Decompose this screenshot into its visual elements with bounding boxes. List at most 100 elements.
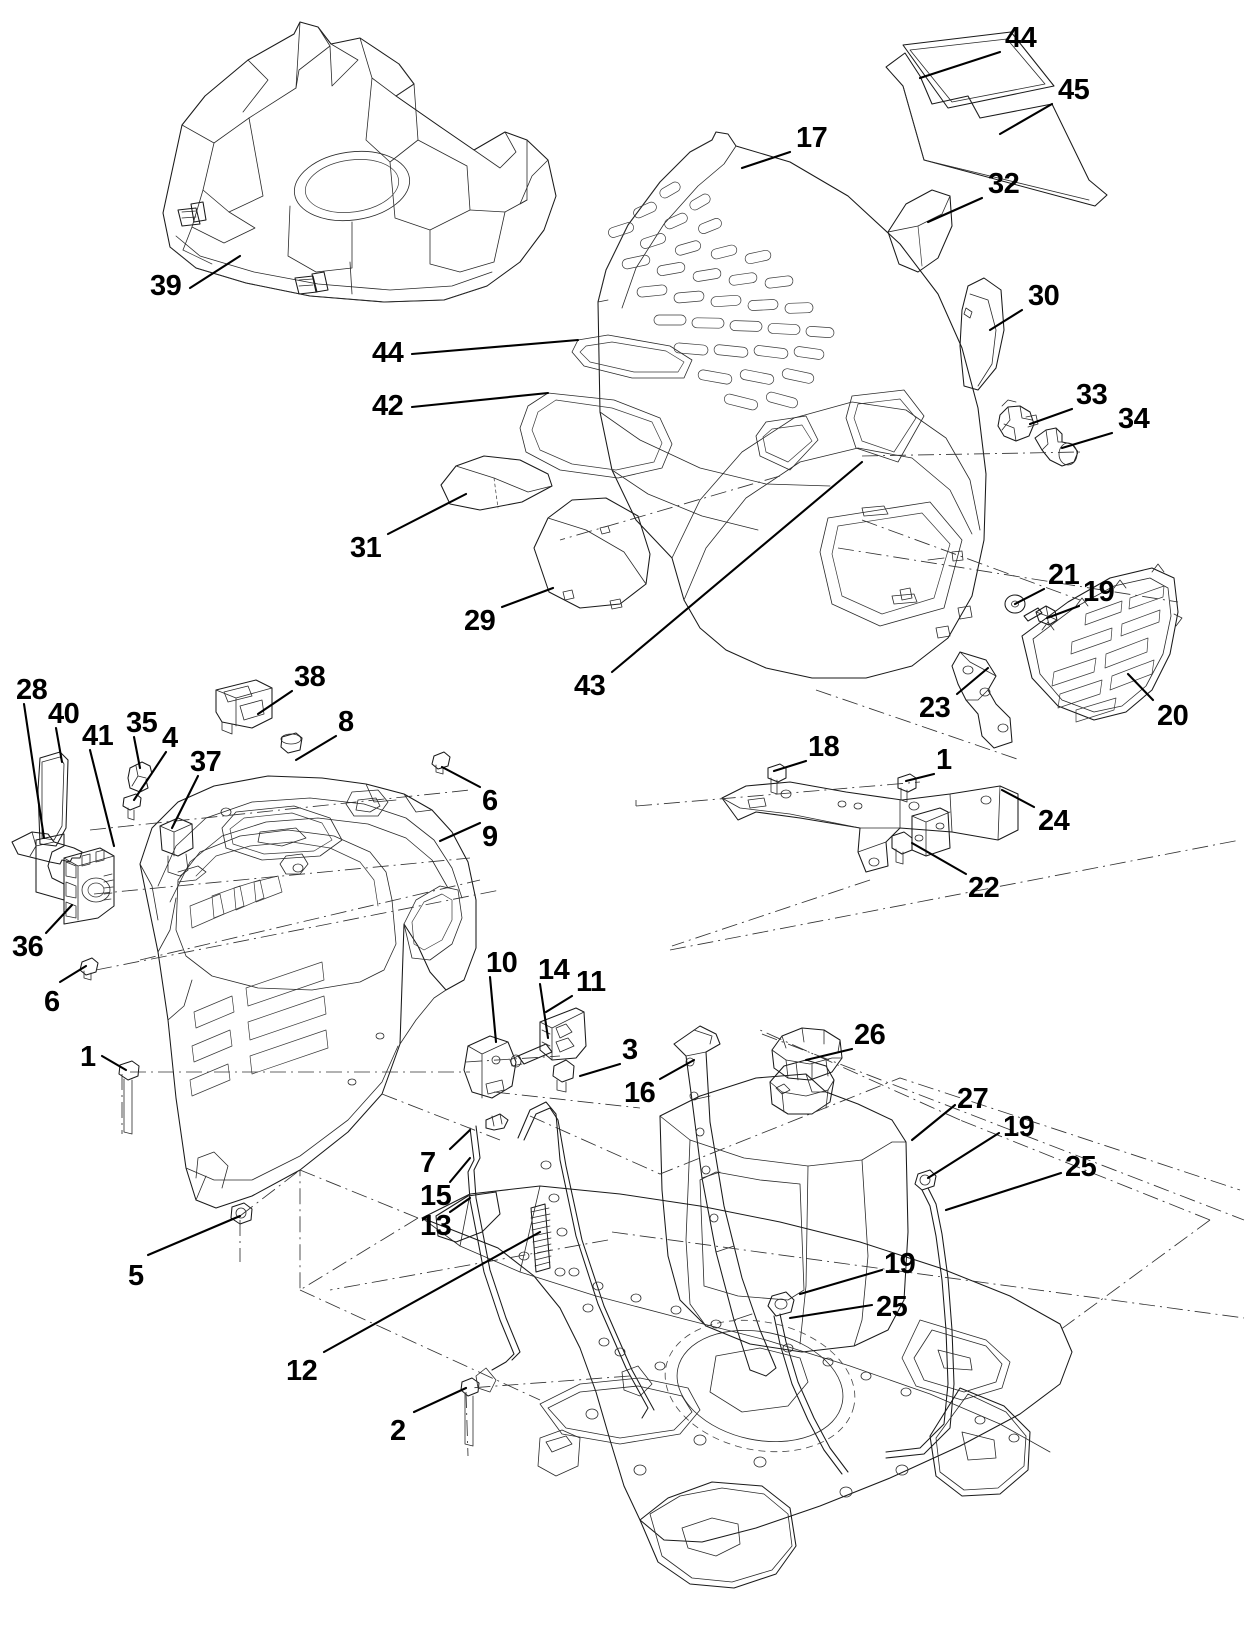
leader-line-30	[988, 308, 1024, 332]
leader-line-1	[100, 1054, 128, 1072]
part-34-bulb	[1034, 427, 1079, 467]
leader-line-7	[448, 1128, 472, 1151]
callout-43-c43: 43	[574, 670, 606, 702]
part-22-bolt	[891, 831, 913, 865]
leader-line-29	[500, 586, 555, 609]
callout-39-c39: 39	[150, 270, 182, 302]
callout-1-c1a: 1	[80, 1041, 96, 1073]
callout-36-c36: 36	[12, 931, 44, 963]
part-4-pin	[122, 793, 142, 821]
callout-8-c8: 8	[338, 706, 354, 738]
leader-line-24	[1000, 788, 1036, 809]
callout-26-c26: 26	[854, 1019, 886, 1051]
leader-lines	[22, 50, 1155, 1414]
part-11-latch	[539, 1007, 587, 1061]
front-support-frame	[721, 763, 1019, 873]
part-21-washer	[1004, 594, 1026, 614]
callout-16-c16: 16	[624, 1077, 656, 1109]
leader-line-19	[798, 1268, 884, 1296]
leader-line-39	[188, 254, 242, 290]
callout-19-c19b: 19	[1003, 1111, 1035, 1143]
part-1-bolt-frame	[897, 773, 917, 803]
callout-25-c25b: 25	[876, 1291, 908, 1323]
callout-20-c20: 20	[1157, 700, 1189, 732]
leader-line-42	[410, 391, 550, 409]
callout-1-c1b: 1	[936, 744, 952, 776]
callout-24-c24: 24	[1038, 805, 1070, 837]
part-28-key	[11, 831, 83, 865]
callout-2-c2: 2	[390, 1415, 406, 1447]
callout-40-c40: 40	[48, 698, 80, 730]
callout-6-c6a: 6	[482, 785, 498, 817]
leader-line-31	[386, 492, 468, 536]
part-32-right-insert	[887, 189, 953, 273]
callout-6-c6b: 6	[44, 986, 60, 1018]
leader-line-35	[132, 735, 142, 770]
callout-11-c11: 11	[576, 966, 606, 998]
part-6-fastener-right	[431, 751, 451, 775]
callout-35-c35: 35	[126, 707, 158, 739]
assembly-axis-lines	[89, 451, 1245, 1457]
leader-line-43	[610, 460, 864, 674]
part-7-clip	[485, 1113, 509, 1131]
part-35-clip	[127, 761, 153, 793]
leader-line-6	[440, 765, 482, 789]
part-23-grille-bracket	[951, 651, 1013, 749]
leader-line-28	[22, 702, 46, 840]
part-44-decal-top	[902, 31, 1055, 109]
callout-41-c41: 41	[82, 720, 114, 752]
part-33-light-socket	[997, 399, 1039, 442]
callout-28-c28: 28	[16, 674, 48, 706]
leader-line-4	[132, 750, 168, 802]
chassis-frame	[299, 1029, 1211, 1589]
part-3-bolt	[552, 1059, 575, 1093]
leader-line-6	[58, 964, 88, 984]
leader-line-45	[998, 102, 1054, 136]
callout-34-c34: 34	[1118, 403, 1150, 435]
callout-21-c21: 21	[1048, 559, 1080, 591]
leader-line-10	[488, 975, 498, 1044]
callout-13-c13: 13	[420, 1210, 452, 1242]
part-30-right-side-panel	[959, 277, 1005, 391]
callout-14-c14: 14	[538, 954, 570, 986]
part-1-bolt-left	[118, 1060, 140, 1135]
callout-19-c19a: 19	[1083, 576, 1115, 608]
leader-line-25	[944, 1171, 1063, 1212]
callout-12-c12: 12	[286, 1355, 318, 1387]
leader-line-8	[294, 734, 338, 762]
callout-17-c17: 17	[796, 122, 828, 154]
callout-44-c44a: 44	[1005, 22, 1037, 54]
part-17-hood	[519, 131, 987, 679]
leader-line-33	[1028, 407, 1074, 426]
leader-line-3	[578, 1062, 622, 1078]
leader-line-34	[1060, 431, 1114, 450]
leader-line-15	[448, 1156, 472, 1184]
leader-line-22	[910, 841, 968, 876]
part-16-tank-strap	[673, 1025, 777, 1377]
part-25-fuel-line-lower	[773, 1313, 849, 1475]
leader-line-12	[322, 1230, 542, 1354]
leader-line-25	[788, 1303, 874, 1320]
leader-line-27	[910, 1103, 957, 1142]
leader-line-13	[448, 1196, 472, 1214]
callout-9-c9: 9	[482, 821, 498, 853]
leader-line-23	[955, 666, 990, 696]
part-19-fitting-frame	[767, 1291, 795, 1317]
callout-19-c19c: 19	[884, 1248, 916, 1280]
callout-5-c5: 5	[128, 1260, 144, 1292]
leader-line-36	[44, 903, 74, 935]
leader-line-44	[918, 50, 1002, 80]
part-45-trim-strip	[885, 52, 1108, 207]
part-10-latch-bracket	[463, 1035, 517, 1099]
part-9-dash-console	[139, 775, 477, 1209]
leader-line-40	[54, 726, 64, 764]
callout-22-c22: 22	[968, 872, 1000, 904]
part-5-fastener	[230, 1202, 253, 1225]
callout-32-c32: 32	[988, 168, 1020, 200]
callout-7-c7: 7	[420, 1147, 436, 1179]
leader-line-38	[256, 689, 294, 716]
part-39-blower-housing	[162, 21, 557, 303]
leader-line-14	[538, 982, 550, 1040]
leader-line-11	[544, 994, 574, 1014]
